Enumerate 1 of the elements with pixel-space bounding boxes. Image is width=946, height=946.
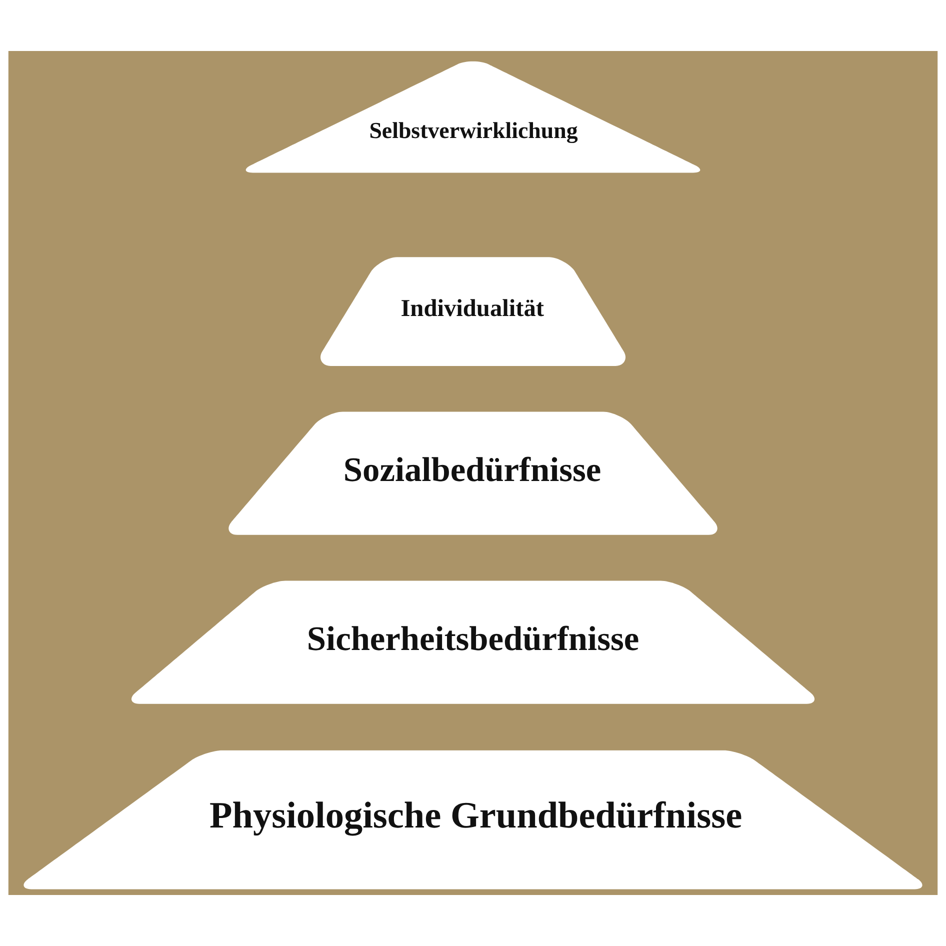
node-ellipse: Physiologische Grundbedürfnisse [24,750,922,890]
